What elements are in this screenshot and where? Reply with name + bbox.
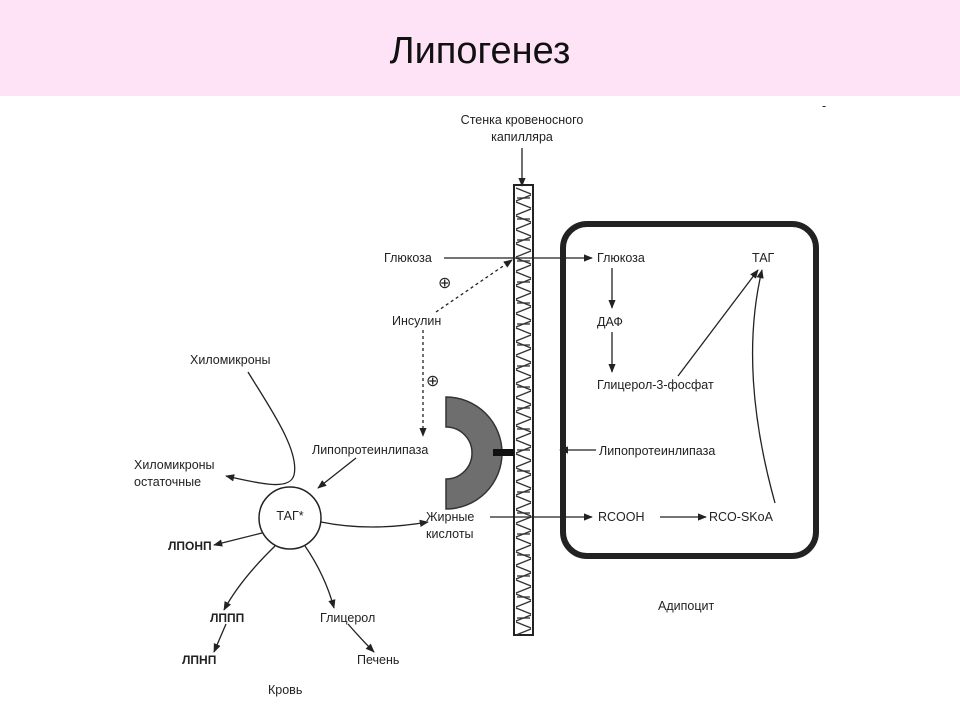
capillary-wall-label-1: Стенка кровеносного: [460, 113, 584, 127]
lpl-blood-label: Липопротеинлипаза: [312, 443, 429, 457]
tag-vldl-arrow: [213, 532, 263, 547]
adipocyte-label: Адипоцит: [658, 599, 715, 613]
tag-fa-arrow: [320, 519, 429, 528]
glycerol-liver-arrow: [347, 623, 375, 653]
dap-label: ДАФ: [597, 315, 623, 329]
insulin-label: Инсулин: [392, 314, 442, 328]
fatty-acids-label-1: Жирные: [426, 510, 475, 524]
idl-ldl-arrow: [213, 623, 227, 653]
tag-idl-arrow: [223, 545, 276, 611]
tag-blood-circle: [258, 486, 322, 550]
chylomicrons-remnant-label-1: Хиломикроны: [134, 458, 215, 472]
corner-marker: -: [822, 99, 827, 113]
capillary-wall-texture: [515, 187, 532, 636]
rco-skoa-label: RCO-SKoA: [709, 510, 773, 524]
tag-blood-label: ТАГ*: [276, 509, 304, 523]
glycerol-label: Глицерол: [320, 611, 376, 625]
chylomicrons-remnant-label-2: остаточные: [134, 475, 202, 489]
lpl-tag-arrow: [317, 457, 357, 489]
glycerol-3-phosphate-label: Глицерол-3-фосфат: [597, 378, 714, 392]
lpl-cell-label: Липопротеинлипаза: [599, 444, 716, 458]
lipoprotein-lipase-shape: [445, 396, 503, 510]
adipocyte-cell: [560, 221, 819, 559]
liver-label: Печень: [357, 653, 400, 667]
rcooh-label: RCOOH: [598, 510, 645, 524]
chylomicrons-remnant-arrow: [225, 371, 296, 486]
glucose-cell-label: Глюкоза: [597, 251, 645, 265]
glucose-blood-label: Глюкоза: [384, 251, 432, 265]
title-bar: [0, 0, 960, 96]
fatty-acids-label-2: кислоты: [426, 527, 474, 541]
enzyme-anchor: [493, 449, 514, 456]
vldl-label: ЛПОНП: [168, 539, 212, 553]
capillary-wall-label-2: капилляра: [491, 130, 553, 144]
idl-label: ЛППП: [210, 611, 245, 625]
acylcoa-tag-arrow: [751, 269, 776, 504]
tag-glycerol-arrow: [304, 545, 336, 609]
ldl-label: ЛПНП: [182, 653, 217, 667]
slide-title: Липогенез: [389, 30, 571, 72]
insulin-activation-sign-2: ⊕: [426, 373, 440, 390]
chylomicrons-label: Хиломикроны: [190, 353, 271, 367]
g3p-tag-arrow: [677, 269, 759, 377]
blood-label: Кровь: [268, 683, 303, 697]
tag-cell-label: ТАГ: [752, 251, 775, 265]
insulin-activation-sign-1: ⊕: [438, 275, 452, 292]
